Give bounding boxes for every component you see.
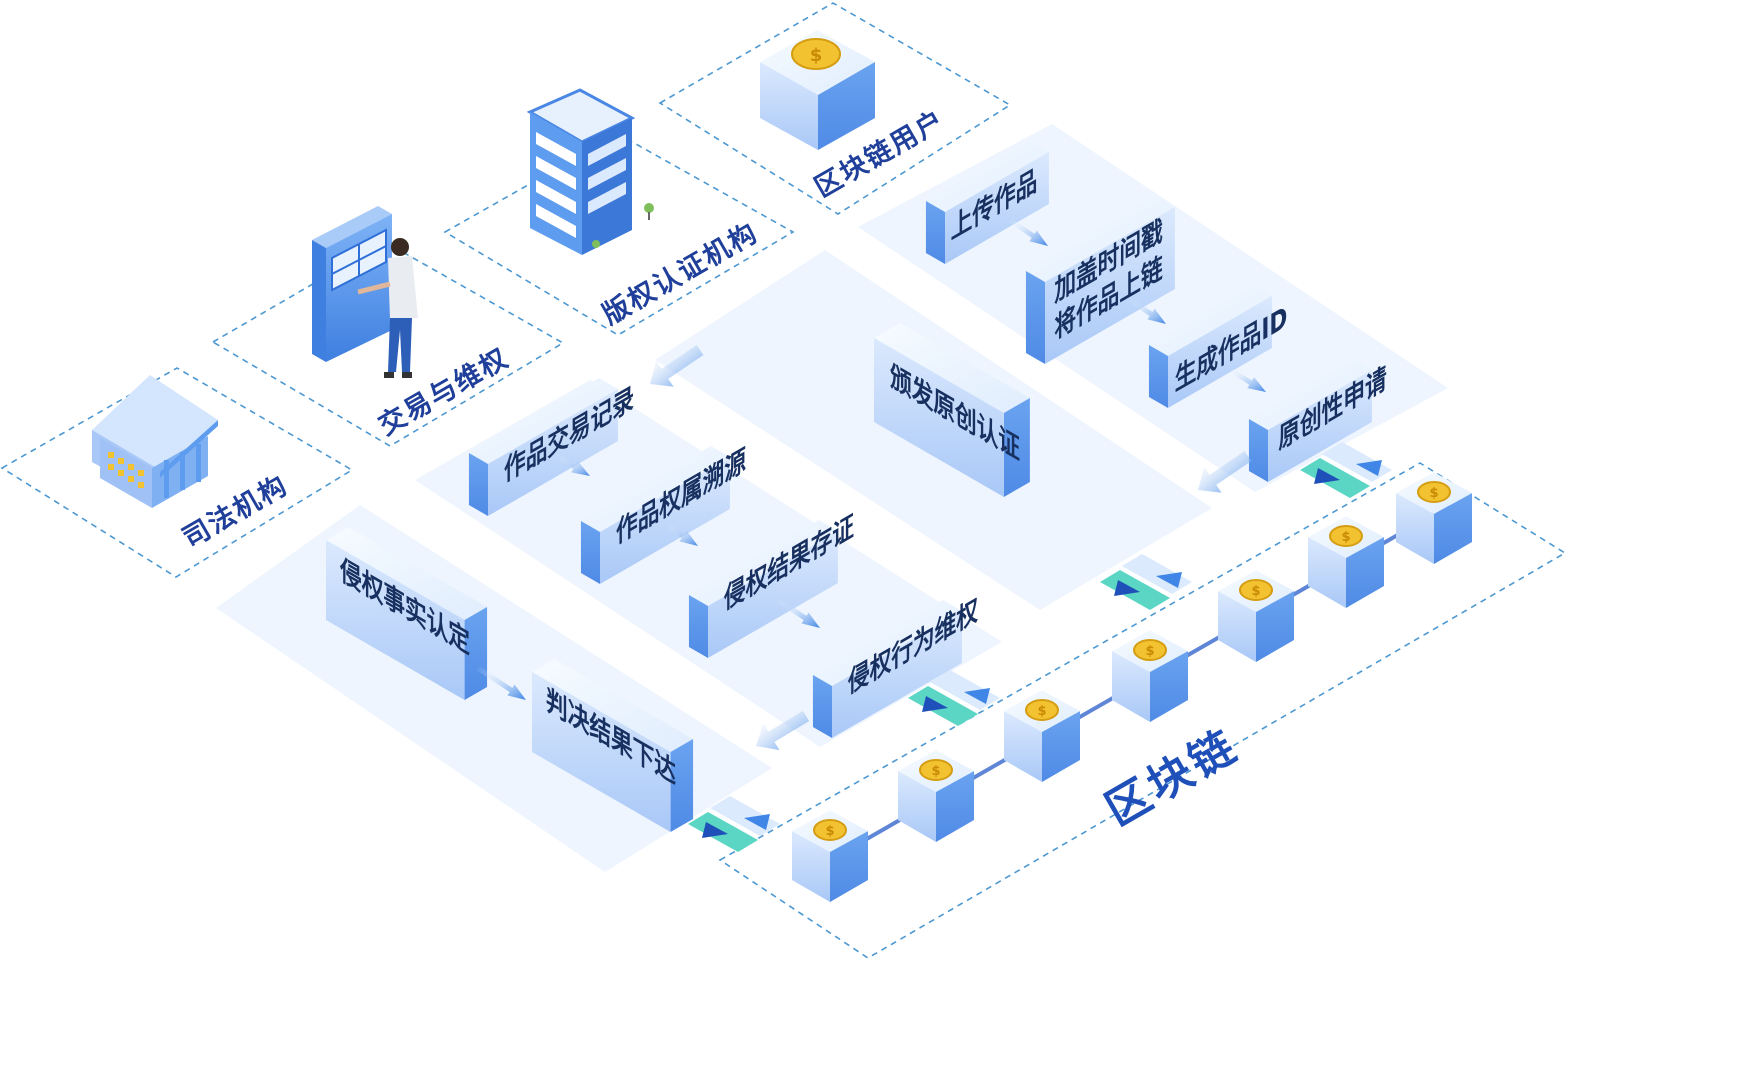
block-trade-record — [468, 378, 618, 516]
zone-judicial — [0, 367, 354, 578]
coin-icon — [813, 819, 847, 841]
arrow-timestamp-id — [1128, 297, 1166, 324]
office-building-illustration — [526, 88, 654, 255]
block-originality-apply — [1248, 359, 1372, 482]
chain-block: $ — [792, 810, 868, 902]
coin-symbol: $ — [1145, 644, 1154, 659]
block-timestamp — [1025, 196, 1175, 364]
flow-arrows — [476, 217, 1266, 751]
block-upload — [925, 141, 1049, 264]
chain-block: $ — [1308, 516, 1384, 608]
courthouse-illustration — [92, 375, 218, 508]
arrow-fact-verdict — [476, 665, 526, 700]
coin-symbol: $ — [1037, 704, 1046, 719]
arrow-trade-trace — [558, 455, 590, 476]
coin-symbol: $ — [1251, 584, 1260, 599]
port-user-chain — [1300, 442, 1392, 498]
block-issue-certificate — [874, 323, 1030, 497]
chain-blocks: $ $ $ $ $ $ $ — [792, 472, 1472, 902]
block-verdict-issued — [532, 659, 694, 832]
port-trade-chain — [908, 670, 1000, 726]
port-judicial-chain — [688, 796, 780, 852]
block-generate-id — [1148, 285, 1272, 408]
chain-block: $ — [1218, 570, 1294, 662]
kiosk-illustration — [312, 206, 418, 378]
arrow-upload-timestamp — [1008, 217, 1048, 246]
coin-icon — [1025, 699, 1059, 721]
zone-blockchain-user — [658, 2, 1012, 215]
chain-block: $ — [1112, 630, 1188, 722]
coin-icon — [1133, 639, 1167, 661]
chain-block: $ — [898, 750, 974, 842]
zone-chain — [718, 462, 1567, 959]
chain-ports — [688, 442, 1392, 852]
block-ownership-trace — [580, 446, 730, 584]
coin-symbol: $ — [931, 764, 940, 779]
arrow-evidence-defend — [776, 597, 820, 628]
coin-icon — [1329, 525, 1363, 547]
port-cert-chain — [1100, 554, 1192, 610]
coin-symbol: $ — [1429, 486, 1438, 501]
block-infringement-fact — [326, 527, 488, 700]
coin-icon — [919, 759, 953, 781]
coin-icon — [1239, 579, 1273, 601]
chain-block: $ — [1004, 690, 1080, 782]
svg-text:$: $ — [810, 45, 823, 66]
arrow-trace-evidence — [666, 523, 698, 546]
coin-icon — [1417, 481, 1451, 503]
arrow-defend-to-judicial — [756, 710, 810, 751]
user-cube-illustration: $ — [760, 30, 875, 150]
arrow-id-apply — [1228, 367, 1266, 392]
arrow-apply-to-cert — [1198, 451, 1252, 493]
block-infringement-defend — [812, 600, 962, 738]
block-evidence-storage — [688, 520, 838, 658]
coin-symbol: $ — [825, 824, 834, 839]
chain-block: $ — [1396, 472, 1472, 564]
arrow-cert-to-trade — [650, 345, 704, 387]
step-blocks — [326, 141, 1372, 832]
coin-symbol: $ — [1341, 530, 1350, 545]
platforms — [216, 124, 1448, 872]
